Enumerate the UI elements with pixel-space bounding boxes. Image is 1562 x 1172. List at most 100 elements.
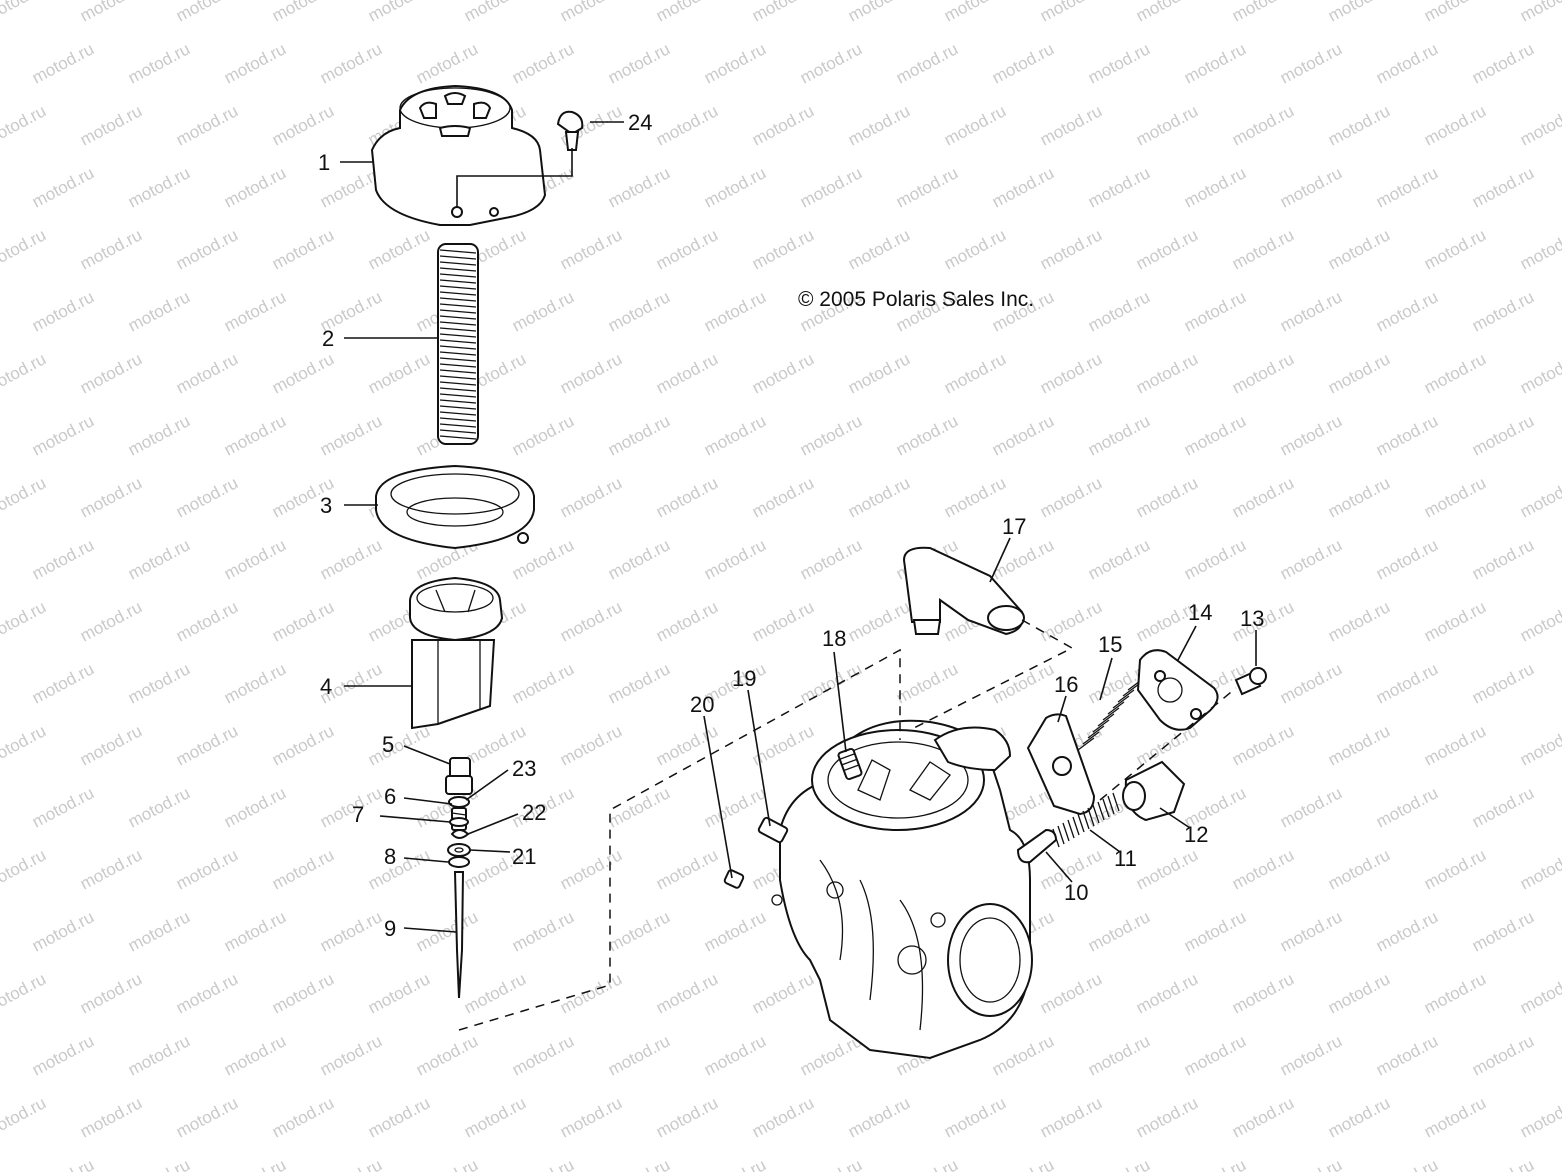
- watermark-text: motod.ru: [1181, 39, 1249, 87]
- watermark-text: motod.ru: [1421, 473, 1489, 521]
- watermark-text: motod.ru: [701, 1155, 769, 1172]
- watermark-text: motod.ru: [173, 845, 241, 893]
- watermark-text: motod.ru: [605, 287, 673, 335]
- callout-18: 18: [822, 626, 846, 651]
- watermark-text: motod.ru: [0, 907, 1, 955]
- watermark-text: motod.ru: [221, 535, 289, 583]
- watermark-text: motod.ru: [509, 907, 577, 955]
- watermark-text: motod.ru: [1037, 969, 1105, 1017]
- watermark-text: motod.ru: [413, 39, 481, 87]
- watermark-text: motod.ru: [701, 411, 769, 459]
- watermark-text: motod.ru: [461, 969, 529, 1017]
- callout-14: 14: [1188, 600, 1212, 625]
- watermark-text: motod.ru: [653, 969, 721, 1017]
- watermark-text: motod.ru: [605, 39, 673, 87]
- watermark-text: motod.ru: [1037, 597, 1105, 645]
- watermark-text: motod.ru: [557, 597, 625, 645]
- watermark-text: motod.ru: [1085, 1031, 1153, 1079]
- watermark-text: motod.ru: [221, 1155, 289, 1172]
- watermark-text: motod.ru: [0, 659, 1, 707]
- watermark-text: motod.ru: [1277, 411, 1345, 459]
- watermark-text: motod.ru: [221, 163, 289, 211]
- watermark-text: motod.ru: [989, 659, 1057, 707]
- callout-19: 19: [732, 666, 756, 691]
- watermark-text: motod.ru: [1085, 39, 1153, 87]
- part-5-needle-jet-holder: [445, 757, 473, 795]
- watermark-text: motod.ru: [1277, 535, 1345, 583]
- watermark-text: motod.ru: [173, 101, 241, 149]
- watermark-text: motod.ru: [893, 163, 961, 211]
- watermark-text: motod.ru: [1229, 1093, 1297, 1141]
- watermark-text: motod.ru: [1373, 783, 1441, 831]
- watermark-text: motod.ru: [749, 473, 817, 521]
- watermark-text: motod.ru: [1517, 1093, 1562, 1141]
- watermark-text: motod.ru: [1325, 0, 1393, 26]
- watermark-text: motod.ru: [1517, 721, 1562, 769]
- watermark-text: motod.ru: [989, 163, 1057, 211]
- watermark-text: motod.ru: [893, 1155, 961, 1172]
- watermark-text: motod.ru: [1133, 225, 1201, 273]
- watermark-text: motod.ru: [221, 411, 289, 459]
- watermark-text: motod.ru: [1373, 535, 1441, 583]
- watermark-text: motod.ru: [1469, 163, 1537, 211]
- callout-7: 7: [352, 802, 364, 827]
- watermark-text: motod.ru: [941, 225, 1009, 273]
- watermark-text: motod.ru: [941, 101, 1009, 149]
- watermark-text: motod.ru: [1277, 659, 1345, 707]
- watermark-text: motod.ru: [413, 1155, 481, 1172]
- watermark-text: motod.ru: [1325, 721, 1393, 769]
- watermark-text: motod.ru: [1133, 349, 1201, 397]
- watermark-text: motod.ru: [1277, 1155, 1345, 1172]
- watermark-text: motod.ru: [701, 907, 769, 955]
- watermark-text: motod.ru: [221, 783, 289, 831]
- part-12-cap-nut: [1122, 760, 1186, 822]
- callout-4: 4: [320, 674, 332, 699]
- watermark-text: motod.ru: [0, 969, 49, 1017]
- watermark-text: motod.ru: [749, 101, 817, 149]
- watermark-text: motod.ru: [749, 597, 817, 645]
- watermark-text: motod.ru: [941, 349, 1009, 397]
- watermark-text: motod.ru: [29, 287, 97, 335]
- watermark-text: motod.ru: [1229, 969, 1297, 1017]
- watermark-text: motod.ru: [125, 1155, 193, 1172]
- part-22-clip: [450, 829, 470, 839]
- watermark-text: motod.ru: [269, 845, 337, 893]
- watermark-text: motod.ru: [749, 349, 817, 397]
- part-20-screw: [723, 869, 745, 889]
- watermark-text: motod.ru: [749, 969, 817, 1017]
- watermark-text: motod.ru: [941, 0, 1009, 26]
- watermark-text: motod.ru: [749, 225, 817, 273]
- watermark-text: motod.ru: [1469, 1155, 1537, 1172]
- watermark-text: motod.ru: [701, 783, 769, 831]
- part-11-spring: [1052, 792, 1120, 848]
- callout-20: 20: [690, 692, 714, 717]
- watermark-text: motod.ru: [1373, 411, 1441, 459]
- watermark-text: motod.ru: [1037, 101, 1105, 149]
- watermark-text: motod.ru: [1229, 349, 1297, 397]
- watermark-text: motod.ru: [653, 845, 721, 893]
- watermark-text: motod.ru: [1133, 1093, 1201, 1141]
- watermark-text: motod.ru: [1421, 721, 1489, 769]
- watermark-text: motod.ru: [1325, 225, 1393, 273]
- callout-6: 6: [384, 784, 396, 809]
- watermark-text: motod.ru: [29, 1031, 97, 1079]
- watermark-text: motod.ru: [317, 907, 385, 955]
- watermark-text: motod.ru: [269, 225, 337, 273]
- watermark-text: motod.ru: [1277, 1031, 1345, 1079]
- watermark-text: motod.ru: [269, 101, 337, 149]
- assembly-line-needle: [458, 648, 901, 1031]
- watermark-text: motod.ru: [1037, 349, 1105, 397]
- watermark-text: motod.ru: [1325, 969, 1393, 1017]
- watermark-text: motod.ru: [557, 1093, 625, 1141]
- watermark-text: motod.ru: [365, 349, 433, 397]
- watermark-text: motod.ru: [1133, 0, 1201, 26]
- watermark-text: motod.ru: [989, 1031, 1057, 1079]
- watermark-text: motod.ru: [317, 535, 385, 583]
- watermark-text: motod.ru: [1373, 163, 1441, 211]
- watermark-text: motod.ru: [1181, 163, 1249, 211]
- watermark-text: motod.ru: [0, 783, 1, 831]
- watermark-text: motod.ru: [1133, 969, 1201, 1017]
- watermark-text: motod.ru: [797, 411, 865, 459]
- callout-23: 23: [512, 756, 536, 781]
- watermark-text: motod.ru: [0, 287, 1, 335]
